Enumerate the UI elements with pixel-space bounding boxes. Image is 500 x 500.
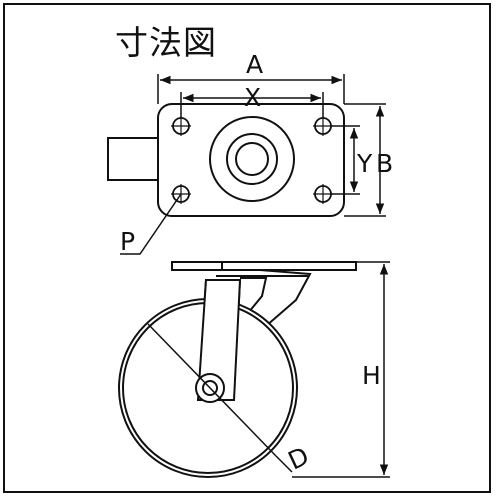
side-top-plate (171, 261, 357, 271)
top-plate (157, 103, 345, 217)
dimension-h (292, 261, 390, 478)
diameter-line (147, 323, 277, 457)
center-boss-outer (209, 116, 295, 202)
label-d: D (284, 441, 314, 475)
dimension-a (157, 74, 345, 104)
label-a: A (246, 50, 263, 79)
fork-inner (240, 277, 268, 319)
label-y: Y (356, 149, 373, 178)
brake-tab (107, 137, 167, 181)
dimension-x (180, 92, 324, 118)
axle-inner (202, 380, 218, 396)
center-boss-ring (226, 133, 278, 185)
label-b: B (376, 149, 393, 178)
label-h: H (362, 361, 381, 390)
center-boss-inner (235, 142, 269, 176)
top-view (107, 103, 345, 217)
label-x: X (244, 83, 261, 112)
label-p: P (120, 227, 135, 256)
dimension-b (344, 103, 386, 217)
drawing-title: 寸法図 (115, 23, 217, 62)
dimension-y (331, 125, 360, 195)
leader-p (120, 193, 182, 255)
diameter-leader (275, 455, 293, 473)
side-view (118, 261, 357, 478)
drawing-frame (3, 3, 491, 493)
